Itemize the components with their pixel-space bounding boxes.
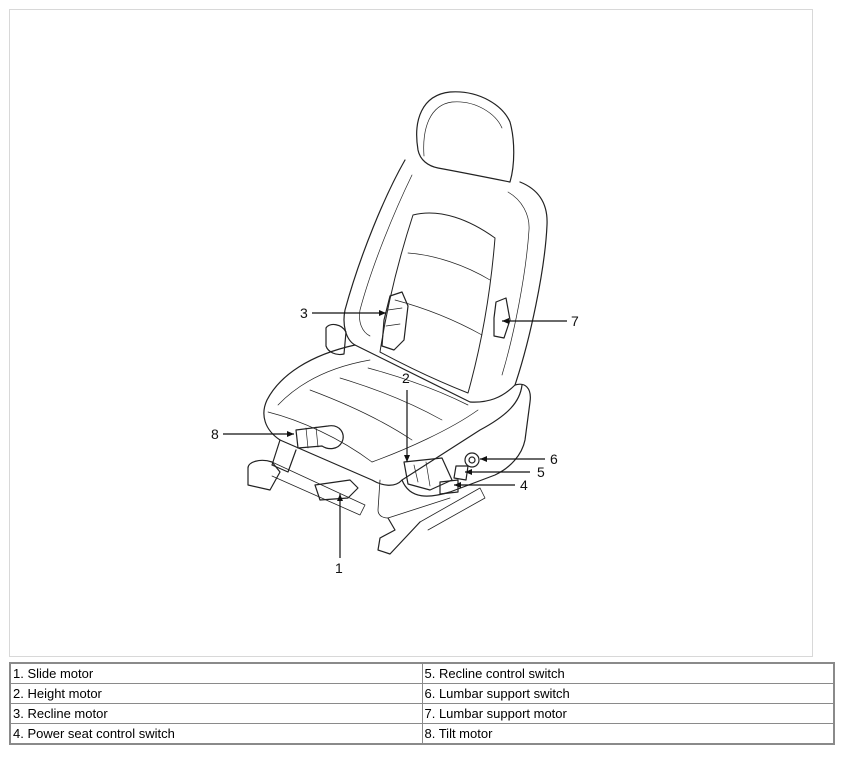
- legend-item: 3. Recline motor: [9, 703, 423, 724]
- seat-rail-right: [377, 517, 421, 555]
- callout-4: 4: [520, 477, 528, 493]
- legend-item: 6. Lumbar support switch: [421, 683, 835, 704]
- legend-item: 7. Lumbar support motor: [421, 703, 835, 724]
- callout-5: 5: [537, 464, 545, 480]
- slide-motor-shape: [314, 479, 359, 501]
- seat-diagram-frame: 1 2 3 4 5 6 7 8: [9, 9, 813, 657]
- legend-item: 1. Slide motor: [9, 662, 423, 684]
- seat-diagram: 1 2 3 4 5 6 7 8: [211, 91, 579, 576]
- recline-motor-shape: [381, 291, 409, 351]
- lumbar-switch-shape: [464, 452, 480, 468]
- backrest-center-panel: [379, 212, 496, 394]
- tilt-motor-shape: [295, 425, 344, 450]
- callout-3: 3: [300, 305, 308, 321]
- callout-7: 7: [571, 313, 579, 329]
- recline-lever: [325, 323, 347, 356]
- lumbar-motor-shape: [493, 297, 511, 339]
- callout-8: 8: [211, 426, 219, 442]
- legend-table: 1. Slide motor 5. Recline control switch…: [9, 662, 835, 745]
- seat-rail-left: [271, 439, 297, 473]
- callout-1: 1: [335, 560, 343, 576]
- legend-row: 4. Power seat control switch 8. Tilt mot…: [9, 723, 835, 745]
- callout-2: 2: [402, 370, 410, 386]
- legend-item: 4. Power seat control switch: [9, 723, 423, 745]
- callout-6: 6: [550, 451, 558, 467]
- legend-item: 5. Recline control switch: [421, 662, 835, 684]
- control-switch-shape: [439, 479, 459, 495]
- height-motor-shape: [403, 457, 453, 491]
- legend-item: 2. Height motor: [9, 683, 423, 704]
- seat-cushion: [263, 344, 523, 486]
- legend-row: 3. Recline motor 7. Lumbar support motor: [9, 703, 835, 724]
- recline-switch-shape: [453, 465, 469, 481]
- backrest: [343, 159, 548, 403]
- legend-row: 1. Slide motor 5. Recline control switch: [9, 662, 835, 684]
- legend-item: 8. Tilt motor: [421, 723, 835, 745]
- headrest: [416, 91, 515, 183]
- side-shield: [401, 383, 531, 497]
- legend-row: 2. Height motor 6. Lumbar support switch: [9, 683, 835, 704]
